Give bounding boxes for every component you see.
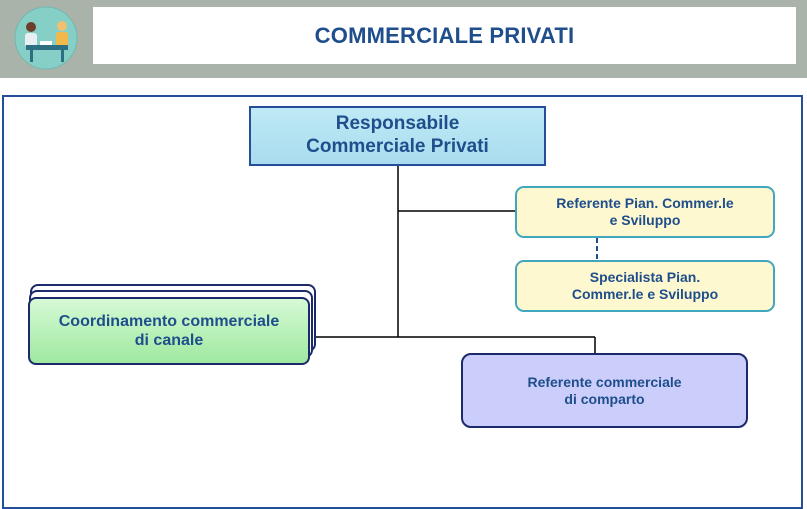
node-coordinamento-commerciale-canale: Coordinamento commerciale di canale (28, 297, 310, 365)
page-title: COMMERCIALE PRIVATI (314, 22, 575, 48)
node-specialista-pian-commerciale: Specialista Pian. Commer.le e Sviluppo (515, 260, 775, 312)
meeting-people-icon (4, 6, 88, 70)
node-referente-pian-commerciale: Referente Pian. Commer.le e Sviluppo (515, 186, 775, 238)
node-label: Responsabile Commerciale Privati (306, 113, 489, 157)
node-responsabile-commerciale-privati: Responsabile Commerciale Privati (249, 106, 546, 166)
header-title-box: COMMERCIALE PRIVATI (93, 7, 796, 64)
header-band: COMMERCIALE PRIVATI (0, 0, 807, 78)
node-label: Coordinamento commerciale di canale (58, 312, 280, 349)
node-label: Specialista Pian. Commer.le e Sviluppo (571, 269, 719, 302)
node-label: Referente commerciale di comparto (527, 373, 682, 407)
node-label: Referente Pian. Commer.le e Sviluppo (556, 195, 734, 228)
node-referente-commerciale-comparto: Referente commerciale di comparto (461, 353, 748, 428)
